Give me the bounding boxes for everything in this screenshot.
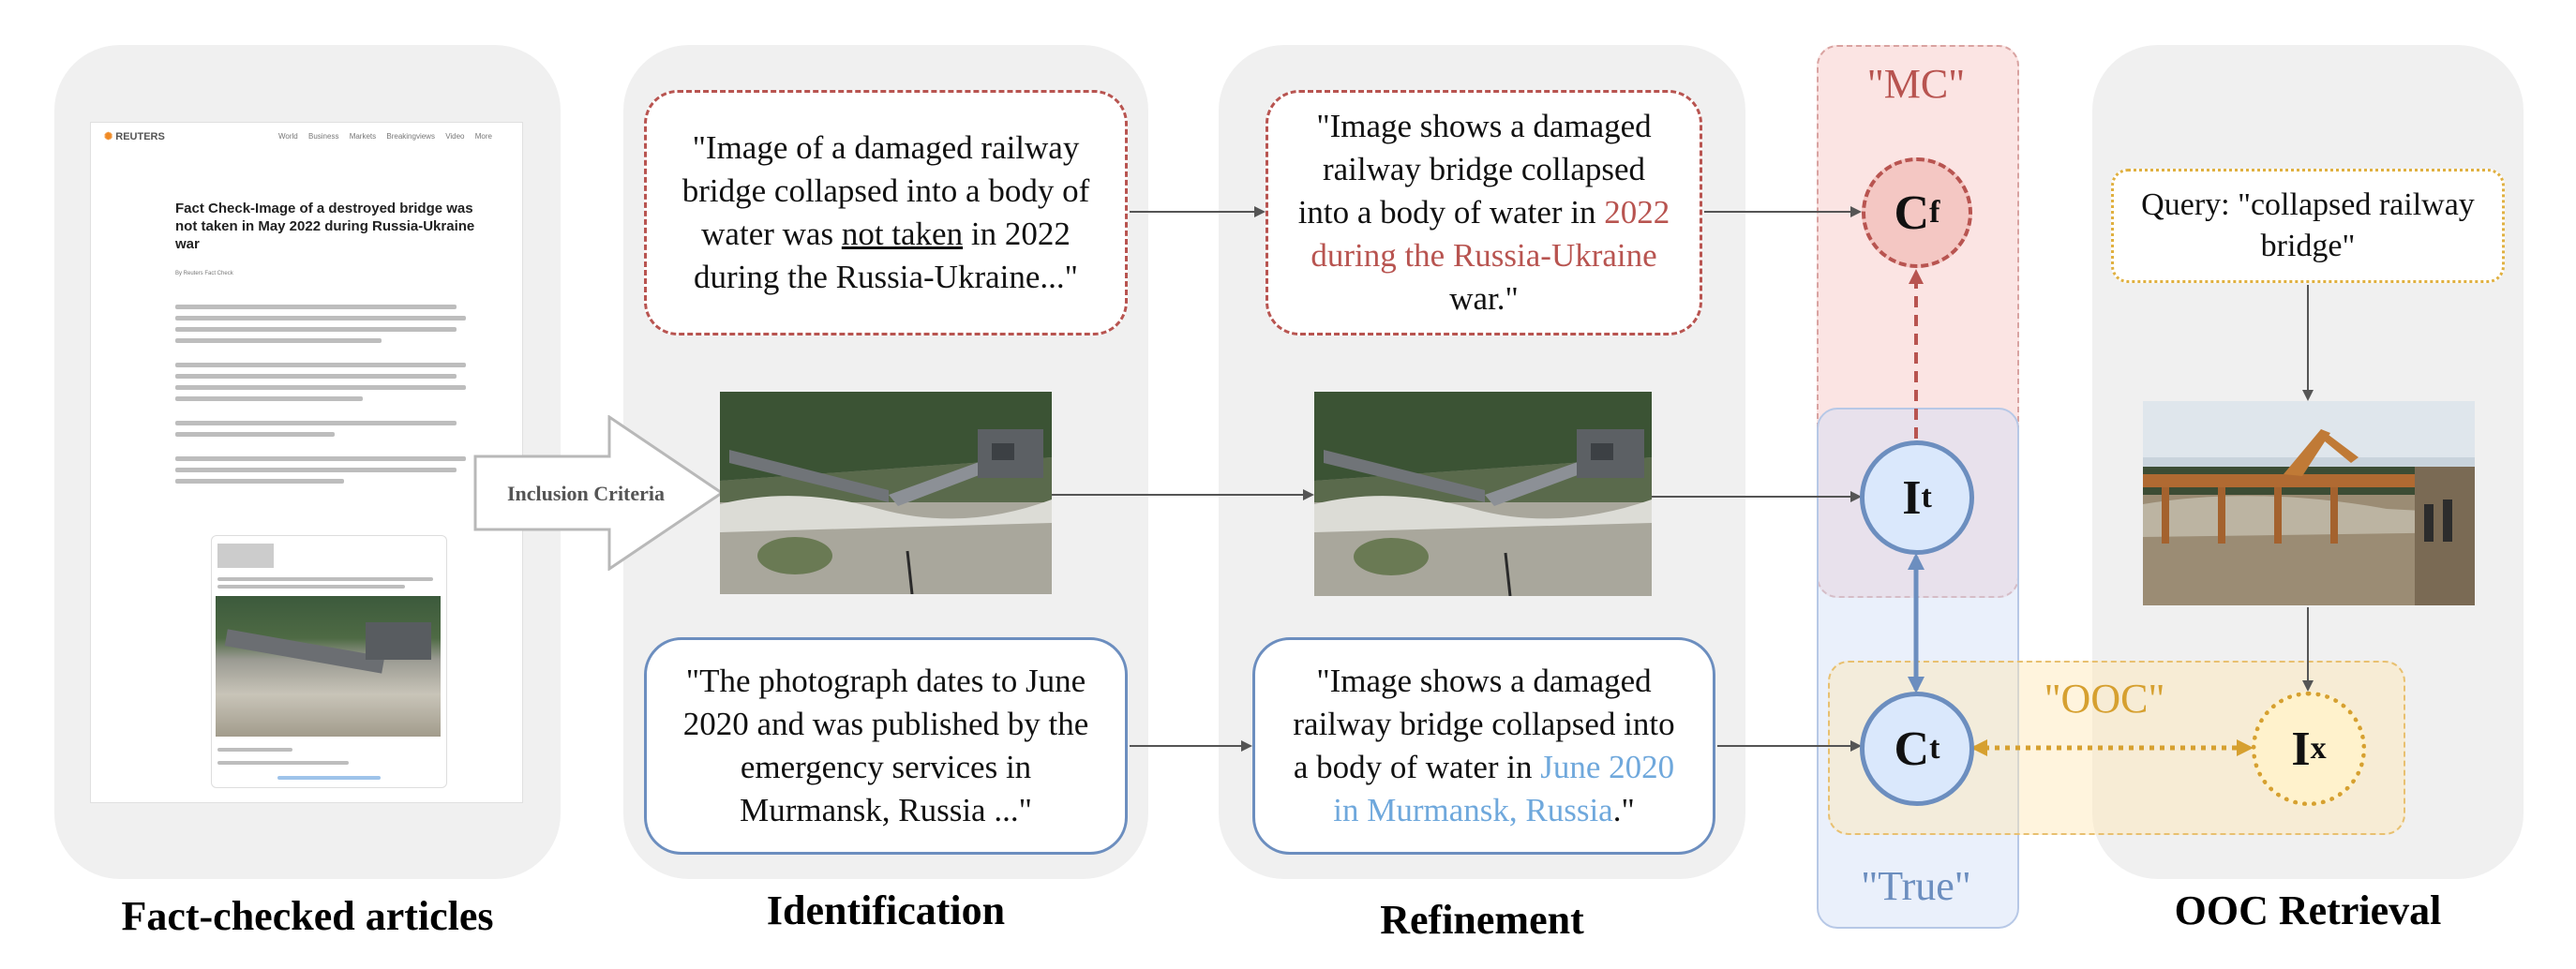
retrieved-bridge-image xyxy=(2143,401,2475,605)
ooc-label: "OOC" xyxy=(2044,676,2165,722)
article-byline: By Reuters Fact Check xyxy=(175,271,233,276)
fact-checked-title: Fact-checked articles xyxy=(121,893,494,939)
article-headline: Fact Check-Image of a destroyed bridge w… xyxy=(175,201,475,252)
identification-false-caption: "Image of a damaged railway bridge colla… xyxy=(644,90,1128,335)
mc-label: "MC" xyxy=(1866,61,1966,107)
article-screenshot: ✺ REUTERS World Business Markets Breakin… xyxy=(90,122,523,803)
refinement-true-caption: "Image shows a damaged railway bridge co… xyxy=(1252,637,1715,855)
identification-title: Identification xyxy=(766,887,1006,933)
inclusion-criteria-label: Inclusion Criteria xyxy=(506,482,666,505)
refinement-title: Refinement xyxy=(1380,897,1584,943)
article-nav: World Business Markets Breakingviews Vid… xyxy=(278,132,492,141)
identification-bridge-image xyxy=(720,392,1052,594)
ooc-retrieval-title: OOC Retrieval xyxy=(2174,887,2442,933)
true-label: "True" xyxy=(1861,863,1971,909)
refinement-false-caption: "Image shows a damaged railway bridge co… xyxy=(1266,90,1702,335)
refinement-bridge-image xyxy=(1314,392,1652,596)
embedded-tweet xyxy=(211,535,447,788)
reuters-logo: ✺ REUTERS xyxy=(104,131,165,142)
query-box: Query: "collapsed railway bridge" xyxy=(2111,169,2505,283)
inclusion-arrow xyxy=(473,415,725,571)
tweet-photo xyxy=(216,596,441,737)
identification-true-caption: "The photograph dates to June 2020 and w… xyxy=(644,637,1128,855)
